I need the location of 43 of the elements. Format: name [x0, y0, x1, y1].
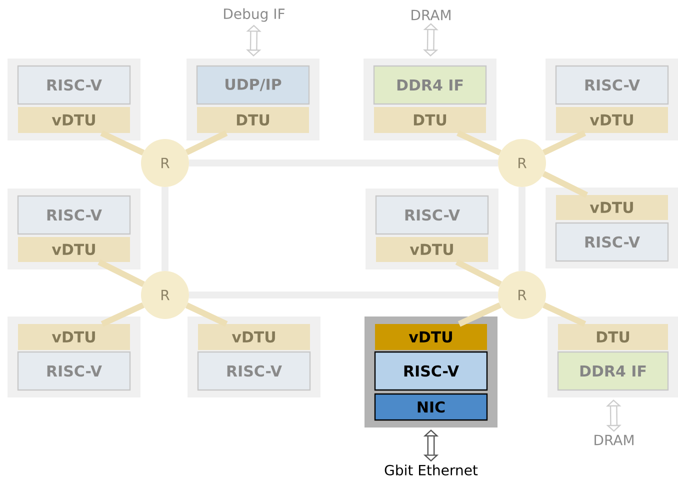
connection-line [542, 302, 586, 327]
core-box: RISC-V [375, 195, 489, 235]
connection-line [98, 259, 145, 287]
interface-box: UDP/IP [196, 65, 310, 105]
connection-line [542, 130, 586, 156]
core-box: RISC-V [17, 195, 131, 235]
dtu-box: vDTU [556, 195, 668, 220]
link-line [189, 160, 498, 166]
connection-line [456, 130, 502, 156]
link-line [518, 187, 526, 271]
dtu-box: vDTU [18, 324, 130, 350]
double-arrow [606, 400, 622, 432]
connection-line [185, 130, 228, 156]
core-box: RISC-V [17, 351, 131, 391]
dtu-box: vDTU [198, 324, 310, 350]
dtu-box: vDTU [556, 107, 668, 133]
connection-line [455, 259, 502, 287]
core-box: RISC-V [555, 222, 669, 262]
connection-line [185, 302, 228, 327]
interface-label: DRAM [594, 434, 634, 446]
interface-label: DRAM [412, 10, 450, 20]
interface-label: Debug IF [224, 8, 285, 22]
nic-box: NIC [374, 393, 488, 421]
core-box: RISC-V [17, 65, 131, 105]
dtu-box: DTU [197, 107, 309, 133]
dtu-box: vDTU [375, 324, 487, 350]
dtu-box: vDTU [376, 237, 488, 262]
interface-box: DDR4 IF [373, 65, 487, 105]
core-box: RISC-V [374, 351, 488, 391]
link-line [189, 292, 498, 298]
core-box: RISC-V [197, 351, 311, 391]
dtu-box: DTU [558, 324, 668, 350]
connection-line [100, 302, 144, 327]
dtu-box: vDTU [18, 107, 130, 133]
link-line [162, 187, 168, 271]
connection-line [100, 130, 145, 156]
dtu-box: vDTU [18, 237, 130, 262]
interface-label: Gbit Ethernet [384, 464, 478, 476]
connection-line [542, 170, 588, 198]
interface-box: DDR4 IF [557, 351, 669, 391]
core-box: RISC-V [555, 65, 669, 105]
dtu-box: DTU [374, 107, 486, 133]
connection-line [458, 302, 502, 327]
